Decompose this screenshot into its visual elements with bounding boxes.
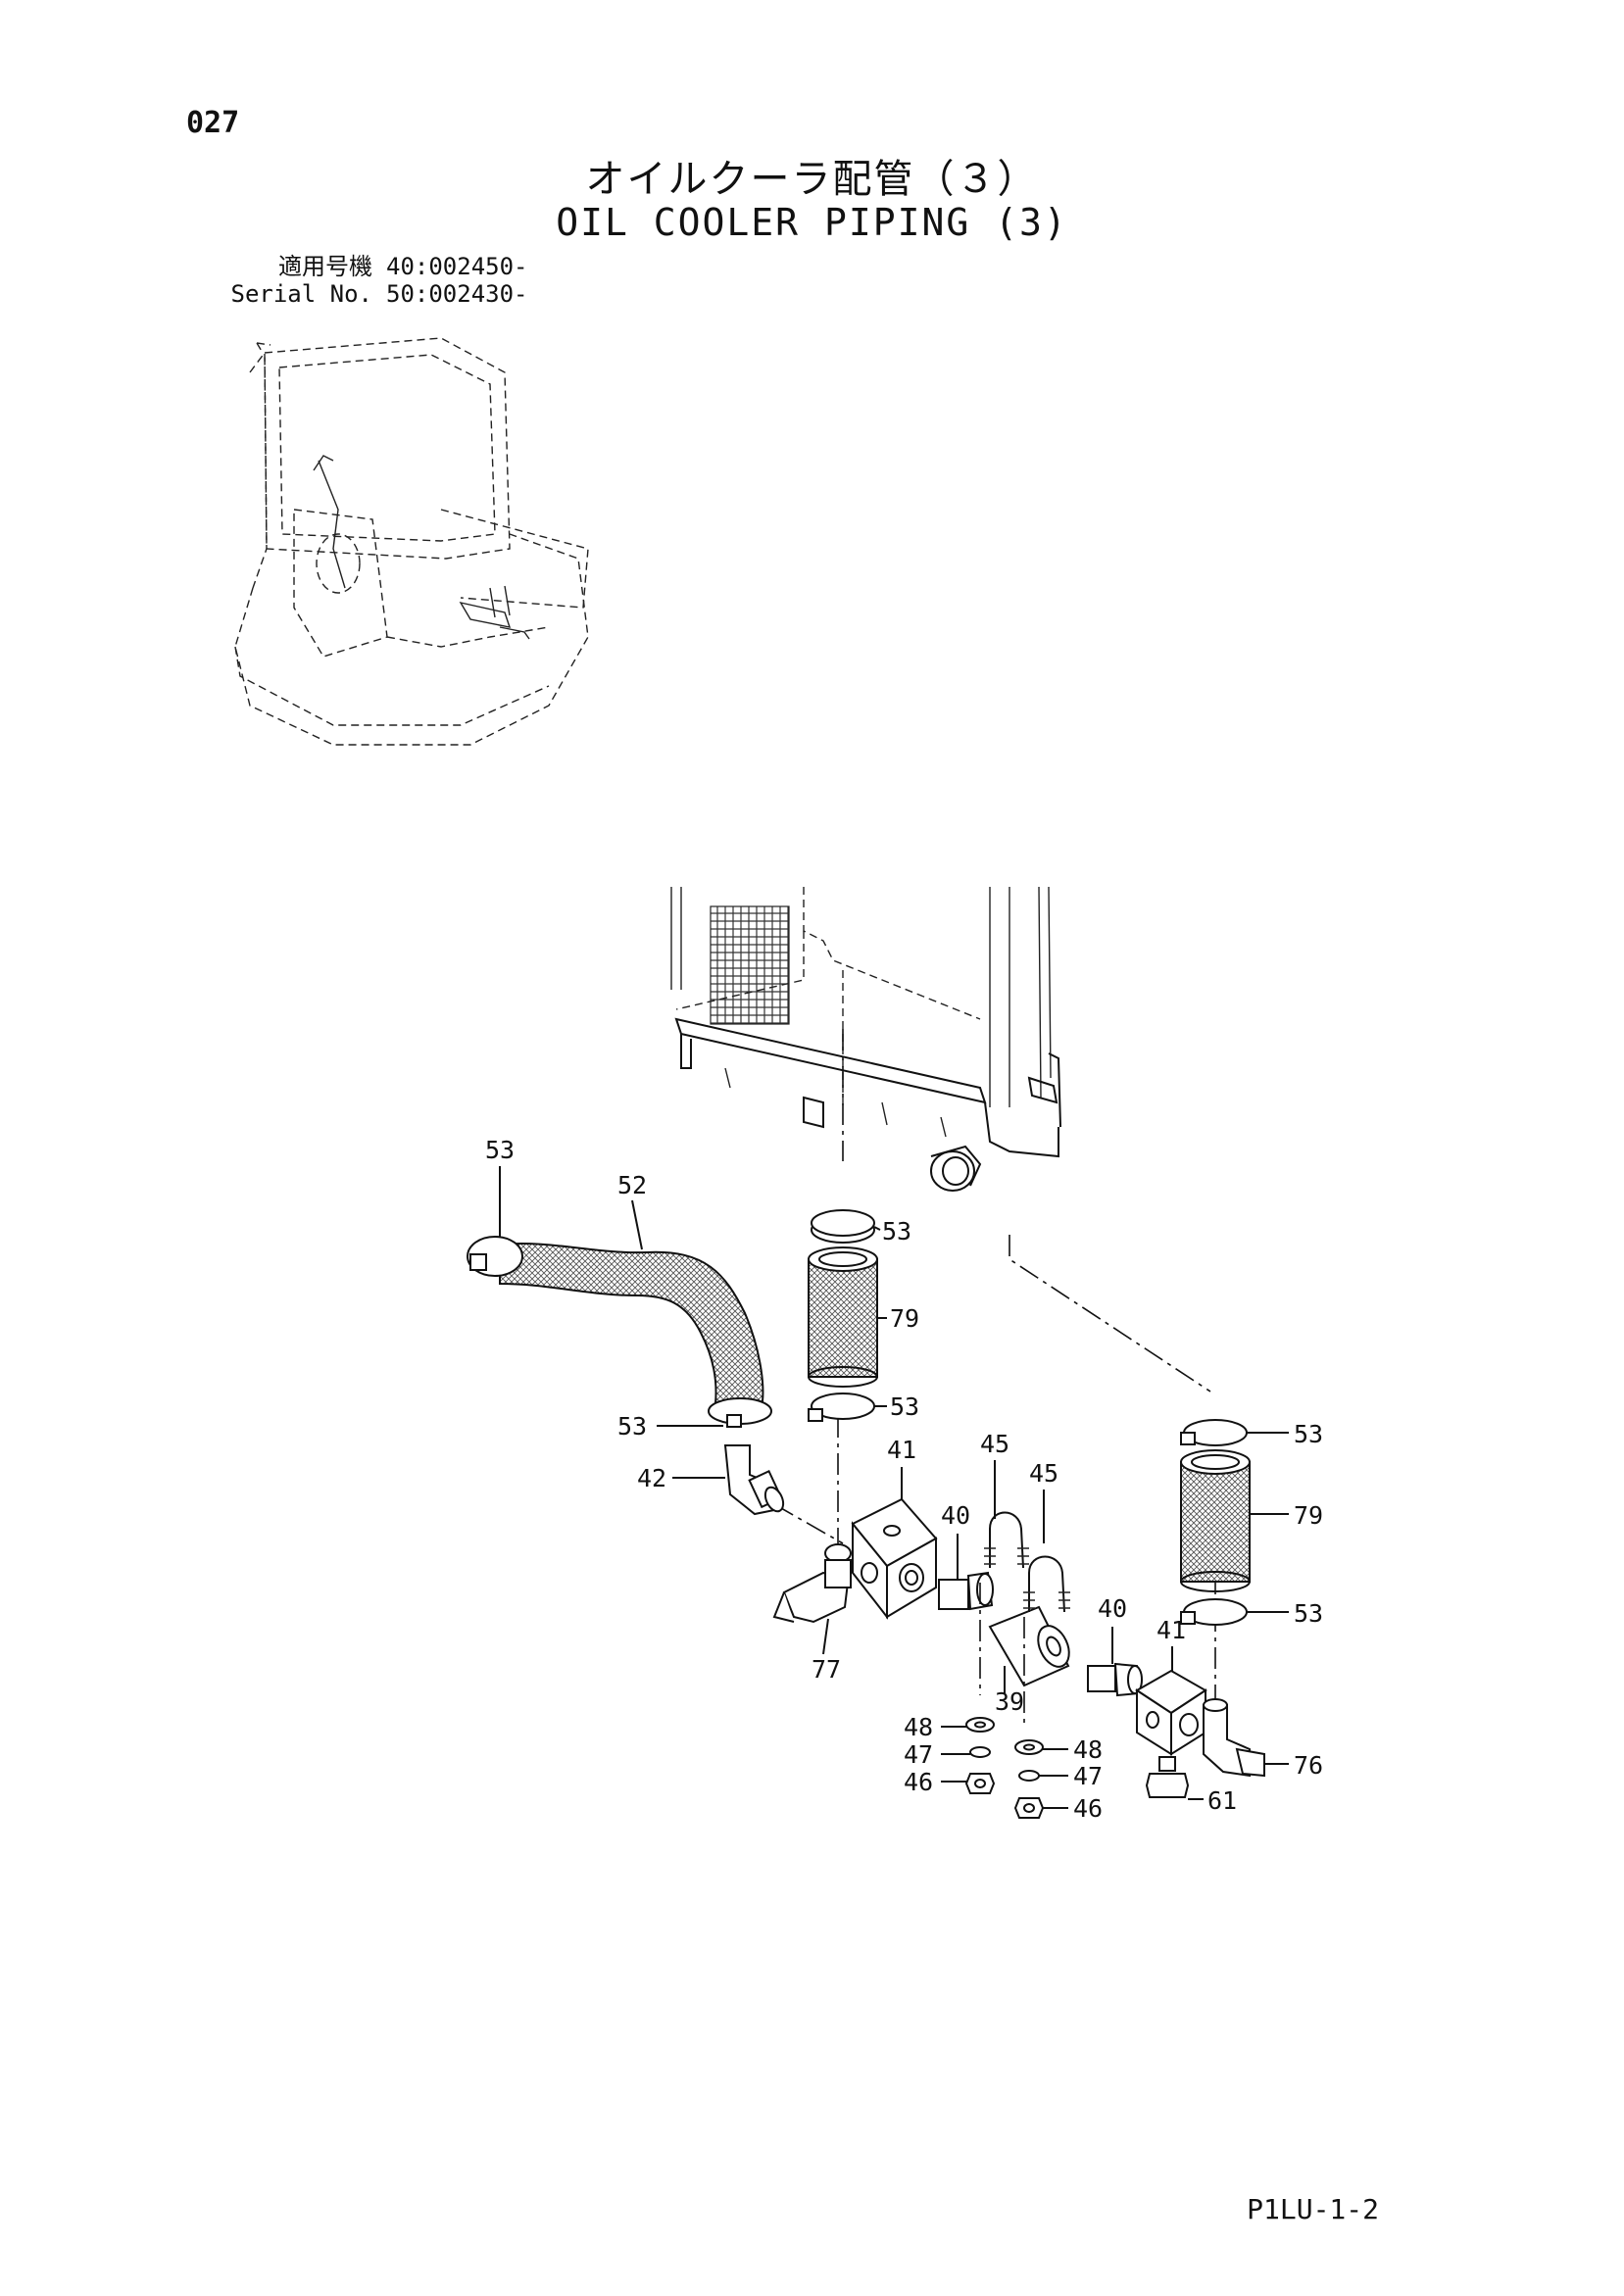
callout-48: 48 [904, 1713, 933, 1741]
title-japanese: オイルクーラ配管（３） [585, 157, 1039, 202]
nut-46-b [1013, 1797, 1045, 1819]
serial-label-jp: 適用号機 [278, 253, 372, 280]
serial-label-en: Serial No. [230, 280, 373, 308]
junction-block-41-a [851, 1497, 938, 1620]
adapter-40-b [1087, 1662, 1143, 1697]
pipe-39 [988, 1605, 1070, 1687]
nut-46-a [964, 1773, 996, 1794]
hose-79-a [808, 1246, 878, 1388]
callout-47: 47 [1073, 1762, 1103, 1790]
serial-value-2: 50:002430- [386, 280, 528, 308]
washer-48-b [1014, 1739, 1044, 1755]
hose-79-b [1180, 1449, 1251, 1592]
callout-46: 46 [904, 1768, 933, 1796]
callout-41: 41 [1156, 1616, 1186, 1644]
u-bolt-45-a [984, 1511, 1029, 1569]
callout-53: 53 [882, 1217, 911, 1246]
callout-45: 45 [980, 1430, 1009, 1458]
callout-47: 47 [904, 1740, 933, 1769]
adapter-40-a [938, 1571, 994, 1611]
hose-clamp-53-e [1180, 1419, 1248, 1446]
callout-52: 52 [617, 1171, 647, 1199]
callout-48: 48 [1073, 1735, 1103, 1764]
hose-clamp-53-a [467, 1236, 523, 1277]
callout-53: 53 [485, 1136, 515, 1164]
u-bolt-45-b [1023, 1555, 1070, 1613]
callout-79: 79 [890, 1304, 919, 1333]
callout-41: 41 [887, 1436, 916, 1464]
callout-46: 46 [1073, 1794, 1103, 1823]
serial-row-1: 適用号機 40:002450- [186, 253, 528, 280]
callout-76: 76 [1294, 1751, 1323, 1780]
serial-value-1: 40:002450- [386, 253, 528, 280]
washer-48-a [965, 1717, 995, 1733]
callout-42: 42 [637, 1464, 666, 1492]
title-english: OIL COOLER PIPING (3) [556, 201, 1068, 244]
hose-clamp-53-b [811, 1209, 875, 1244]
callout-40: 40 [1098, 1594, 1127, 1623]
callout-79: 79 [1294, 1501, 1323, 1530]
callout-53: 53 [1294, 1599, 1323, 1628]
callout-45: 45 [1029, 1459, 1058, 1488]
elbow-fitting-76 [1203, 1698, 1265, 1778]
hose-clamp-53-f [1180, 1598, 1248, 1626]
callout-53: 53 [890, 1392, 919, 1421]
page-number: 027 [186, 106, 240, 140]
hose-52 [499, 1242, 764, 1405]
elbow-fitting-42 [723, 1444, 785, 1516]
plug-61 [1145, 1756, 1190, 1798]
callout-53: 53 [617, 1412, 647, 1441]
hose-clamp-53-d [808, 1392, 875, 1422]
serial-number-block: 適用号機 40:002450- Serial No. 50:002430- [186, 253, 528, 308]
spring-washer-47-a [969, 1746, 991, 1758]
callout-77: 77 [812, 1655, 841, 1684]
document-code: P1LU-1-2 [1247, 2193, 1379, 2225]
callout-53: 53 [1294, 1420, 1323, 1448]
callout-61: 61 [1207, 1786, 1237, 1815]
callout-39: 39 [995, 1687, 1024, 1716]
elbow-fitting-77 [772, 1559, 852, 1624]
junction-block-41-b [1135, 1669, 1207, 1756]
callout-leaders [499, 1166, 1289, 1809]
leader-chain-42 [773, 1503, 844, 1544]
leader-chain-right [1009, 1235, 1211, 1392]
machine-overview-illustration [234, 337, 589, 746]
callout-40: 40 [941, 1501, 970, 1530]
serial-row-2: Serial No. 50:002430- [186, 280, 528, 308]
callout-numbers: 53 52 53 79 53 53 42 41 45 45 40 77 39 4… [485, 1136, 1323, 1823]
hose-clamp-53-c [708, 1397, 772, 1428]
spring-washer-47-b [1018, 1770, 1040, 1782]
oil-cooler-core [670, 886, 1061, 1192]
